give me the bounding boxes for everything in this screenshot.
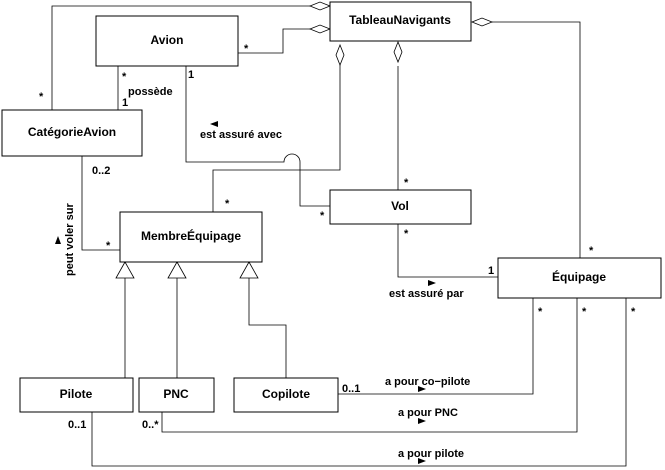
mult-pnc-eq: 0..* <box>142 419 159 431</box>
class-pilote[interactable]: Pilote <box>19 377 134 413</box>
mult-eq-copilote: * <box>538 306 543 318</box>
diamond-tableau-membre-icon <box>335 43 345 67</box>
connectors <box>51 5 627 467</box>
arrow-copilote-icon <box>418 386 426 392</box>
edge-tableau-membre <box>212 65 341 212</box>
class-membre[interactable]: MembreÉquipage <box>119 211 263 263</box>
mult-copilote-eq: 0..1 <box>342 383 360 395</box>
diamond-tableau-categorie-icon <box>308 1 332 11</box>
diamond-tableau-vol-icon <box>393 40 403 64</box>
class-vol[interactable]: Vol <box>329 189 472 225</box>
edge-tableau-avion <box>238 28 330 54</box>
assoc-label-voler-sur: peut voler sur <box>64 203 76 276</box>
assoc-label-copilote: a pour co−pilote <box>385 376 470 388</box>
assoc-label-assure-par: est assuré par <box>389 288 464 300</box>
class-equipage[interactable]: Équipage <box>497 257 662 299</box>
triangle-copilote-icon <box>239 261 259 279</box>
mult-tn-equipage: * <box>589 245 594 257</box>
class-name-equipage: Équipage <box>552 269 606 284</box>
mult-tn-vol: * <box>404 177 409 189</box>
class-name-copilote: Copilote <box>262 387 310 401</box>
mult-tn-avion: * <box>244 43 249 55</box>
arrow-assure-avec-icon <box>210 121 218 127</box>
diamond-tableau-avion-icon <box>308 24 332 34</box>
edge-equipage-pilote <box>91 298 627 467</box>
mult-eq-pnc: * <box>582 306 587 318</box>
mult-membre-cat: * <box>106 240 111 252</box>
mult-vol-equipage: * <box>404 228 409 240</box>
multiplicities: * * * 1 1 0..2 * * * * * 1 * * * * 0..1 … <box>39 43 636 431</box>
mult-vol-avion: * <box>320 210 325 222</box>
class-categorie[interactable]: CatégorieAvion <box>1 109 143 157</box>
direction-arrows <box>55 121 436 464</box>
diamond-tableau-equipage-icon <box>470 17 494 27</box>
arrow-assure-par-icon <box>428 280 436 286</box>
edge-copilote-membre <box>248 278 287 378</box>
class-avion[interactable]: Avion <box>95 15 239 67</box>
composition-diamonds <box>308 1 494 67</box>
assoc-label-possede: possède <box>128 86 173 98</box>
edge-vol-equipage <box>397 224 498 278</box>
class-name-avion: Avion <box>151 33 184 47</box>
class-tableau[interactable]: TableauNavigants <box>329 1 472 42</box>
mult-avion-cat-top: * <box>122 71 127 83</box>
mult-cat-membre: 0..2 <box>92 165 110 177</box>
edge-avion-vol <box>185 66 330 207</box>
triangle-pnc-icon <box>167 261 187 279</box>
edge-tableau-equipage <box>492 21 581 258</box>
assoc-label-pilote: a pour pilote <box>398 448 464 460</box>
arrow-voler-sur-icon <box>55 236 61 244</box>
triangle-pilote-icon <box>115 261 135 279</box>
arrow-pnc-icon <box>418 418 426 424</box>
arrow-pilote-icon <box>418 458 426 464</box>
class-name-pilote: Pilote <box>60 387 93 401</box>
edge-categorie-membre <box>81 156 120 251</box>
mult-equipage-vol: 1 <box>488 265 494 277</box>
class-name-membre: MembreÉquipage <box>141 228 241 243</box>
class-pnc[interactable]: PNC <box>138 377 215 413</box>
mult-avion-cat-bottom: 1 <box>122 97 128 109</box>
class-copilote[interactable]: Copilote <box>233 377 339 413</box>
generalization-triangles <box>115 261 259 279</box>
class-name-categorie: CatégorieAvion <box>28 125 116 139</box>
edge-equipage-pnc <box>161 298 578 433</box>
mult-avion-vol: 1 <box>188 69 194 81</box>
edge-tableau-categorie <box>51 5 330 110</box>
mult-eq-pilote: * <box>631 306 636 318</box>
class-name-pnc: PNC <box>163 387 189 401</box>
association-labels: possède est assuré avec peut voler sur e… <box>64 86 470 460</box>
assoc-label-assure-avec: est assuré avec <box>200 129 282 141</box>
class-name-tableau: TableauNavigants <box>349 13 451 27</box>
mult-tn-membre: * <box>225 198 230 210</box>
mult-pilote-eq: 0..1 <box>68 419 86 431</box>
assoc-label-pnc: a pour PNC <box>398 407 458 419</box>
mult-tn-cat: * <box>39 91 44 103</box>
class-name-vol: Vol <box>391 199 409 213</box>
edge-equipage-copilote <box>338 298 534 395</box>
